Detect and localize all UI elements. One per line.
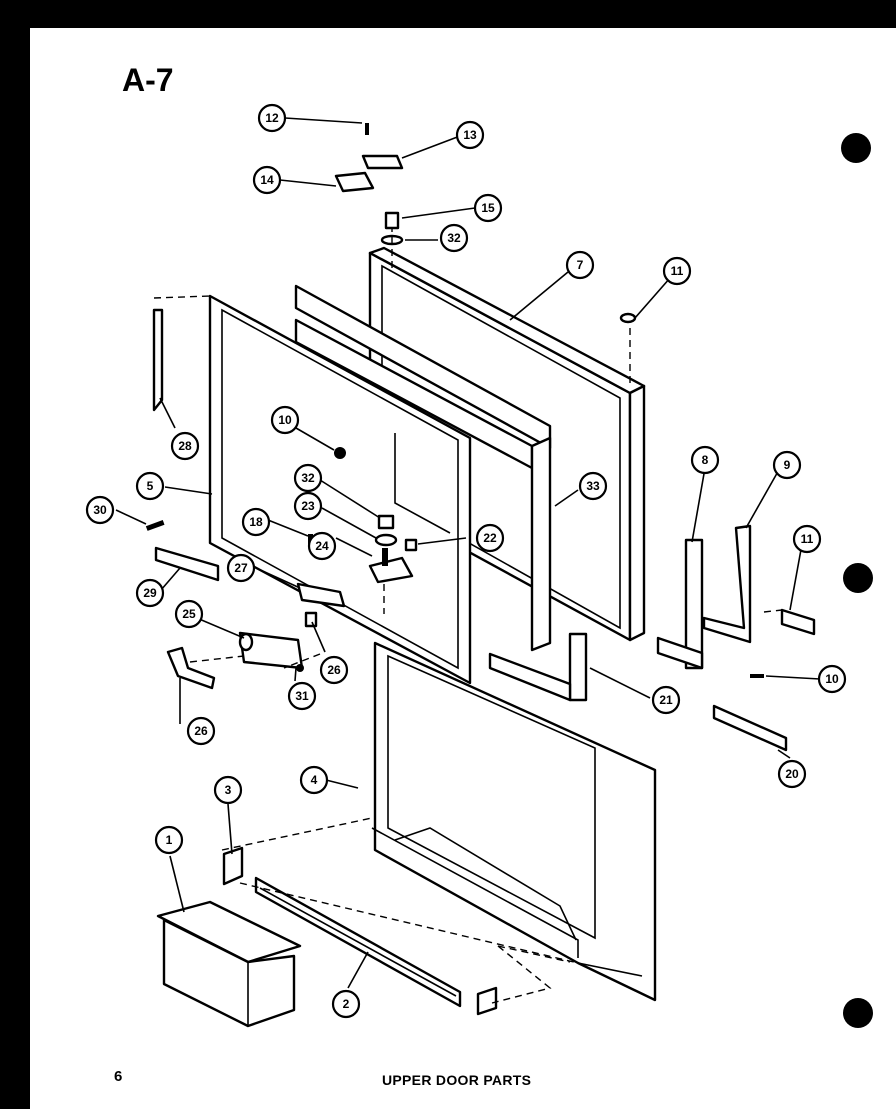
callout-24: 26: [319, 655, 349, 685]
callout-21: 22: [475, 523, 505, 553]
callout-4: 4: [299, 765, 329, 795]
callout-1: 1: [154, 825, 184, 855]
svg-text:14: 14: [260, 173, 274, 187]
bracket-18-right: [712, 704, 788, 752]
callout-22: 23: [293, 491, 323, 521]
clip-3: [222, 846, 244, 886]
svg-text:15: 15: [481, 201, 495, 215]
svg-text:30: 30: [93, 503, 107, 517]
svg-text:7: 7: [577, 258, 584, 272]
svg-text:21: 21: [659, 693, 673, 707]
callout-18-right: 20: [777, 759, 807, 789]
callout-15: 13: [455, 120, 485, 150]
hinge-plate-27: [296, 582, 346, 608]
callout-8: 8: [690, 445, 720, 475]
svg-text:32: 32: [301, 471, 315, 485]
svg-text:11: 11: [671, 264, 684, 278]
svg-text:12: 12: [265, 111, 279, 125]
callout-18-left: 18: [241, 507, 271, 537]
svg-text:26: 26: [194, 724, 208, 738]
callout-29: 29: [135, 578, 165, 608]
parts-diagram-page: A-7: [30, 28, 896, 1109]
callout-12: 11: [662, 256, 692, 286]
svg-text:4: 4: [311, 773, 318, 787]
svg-text:27: 27: [234, 561, 248, 575]
svg-text:9: 9: [784, 458, 791, 472]
bracket-29: [154, 546, 220, 582]
door-liner-shell: [371, 641, 657, 1002]
svg-text:32: 32: [447, 231, 461, 245]
svg-text:2: 2: [343, 997, 350, 1011]
callout-30: 30: [85, 495, 115, 525]
punch-hole-bottom: [843, 998, 873, 1028]
svg-text:31: 31: [295, 689, 309, 703]
svg-text:13: 13: [463, 128, 477, 142]
liner-strip-20: [568, 632, 588, 702]
callout-3: 3: [213, 775, 243, 805]
bracket-9: [702, 524, 752, 644]
svg-text:22: 22: [483, 531, 497, 545]
page-number: 6: [114, 1068, 123, 1085]
svg-text:1: 1: [166, 833, 173, 847]
svg-text:10: 10: [825, 672, 839, 686]
svg-text:18: 18: [249, 515, 263, 529]
callout-31: 31: [287, 681, 317, 711]
exploded-view-diagram: 12 13 14 15 32 7 11 28 10 32 23 24 22 33…: [85, 103, 873, 1028]
callout-2: 2: [331, 989, 361, 1019]
callout-11: 11: [792, 524, 822, 554]
diagram-caption: UPPER DOOR PARTS: [382, 1072, 532, 1088]
callout-26: 26: [186, 716, 216, 746]
punch-hole-middle: [843, 563, 873, 593]
callout-13: 10: [270, 405, 300, 435]
callout-28: 28: [170, 431, 200, 461]
callout-9: 9: [772, 450, 802, 480]
svg-text:8: 8: [702, 453, 709, 467]
lower-hinge-parts: [166, 611, 318, 690]
clip-11: [780, 608, 816, 636]
svg-text:11: 11: [801, 532, 814, 546]
inner-door-liner-frame: [208, 294, 472, 685]
door-shelf-bin: [156, 900, 302, 1028]
svg-text:28: 28: [178, 439, 192, 453]
diagram-title: A-7: [122, 62, 174, 98]
top-hinge-assembly: [334, 123, 404, 246]
svg-text:3: 3: [225, 783, 232, 797]
callout-32-top: 32: [439, 223, 469, 253]
svg-text:25: 25: [182, 607, 196, 621]
svg-text:29: 29: [143, 586, 157, 600]
svg-text:23: 23: [301, 499, 315, 513]
leader-lines: [115, 117, 821, 989]
svg-text:24: 24: [315, 539, 329, 553]
callout-25: 25: [174, 599, 204, 629]
callout-10: 10: [817, 664, 847, 694]
svg-text:26: 26: [327, 663, 341, 677]
callout-20: 21: [651, 685, 681, 715]
svg-text:10: 10: [278, 413, 292, 427]
callout-7: 7: [565, 250, 595, 280]
callout-32-mid: 32: [293, 463, 323, 493]
callout-17: 15: [473, 193, 503, 223]
callout-14: 12: [257, 103, 287, 133]
callout-23: 24: [307, 531, 337, 561]
svg-text:33: 33: [586, 479, 600, 493]
door-stop-parts: [334, 447, 418, 584]
svg-text:20: 20: [785, 767, 799, 781]
callout-5: 5: [135, 471, 165, 501]
callout-27: 27: [226, 553, 256, 583]
svg-text:5: 5: [147, 479, 154, 493]
callout-33: 33: [578, 471, 608, 501]
punch-hole-top: [841, 133, 871, 163]
callout-16: 14: [252, 165, 282, 195]
trim-strip-left: [152, 308, 164, 412]
